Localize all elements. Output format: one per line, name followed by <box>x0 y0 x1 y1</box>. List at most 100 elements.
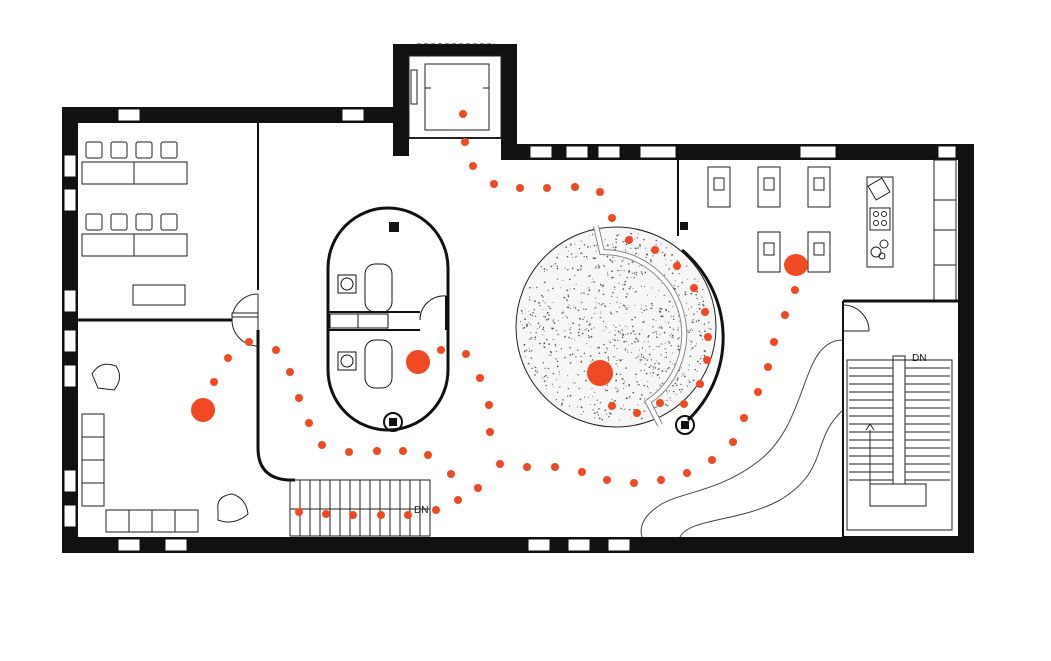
terrazzo-speck <box>604 265 606 267</box>
path-dot <box>651 246 659 254</box>
terrazzo-speck <box>543 375 546 378</box>
terrazzo-speck <box>534 369 537 372</box>
terrazzo-speck <box>556 278 559 280</box>
path-dot <box>701 308 709 316</box>
path-dot <box>245 338 253 346</box>
terrazzo-speck <box>613 277 615 279</box>
terrazzo-speck <box>637 340 639 342</box>
terrazzo-speck <box>694 368 696 371</box>
terrazzo-speck <box>605 325 607 327</box>
terrazzo-speck <box>540 294 543 297</box>
terrazzo-speck <box>663 274 666 276</box>
hotspot-circular <box>587 360 613 386</box>
terrazzo-speck <box>583 308 585 310</box>
terrazzo-speck <box>668 340 670 343</box>
terrazzo-speck <box>616 359 618 362</box>
terrazzo-speck <box>685 303 687 305</box>
terrazzo-speck <box>551 287 554 290</box>
terrazzo-speck <box>539 327 541 329</box>
path-dot <box>490 180 498 188</box>
terrazzo-speck <box>656 374 659 376</box>
terrazzo-speck <box>626 397 628 399</box>
terrazzo-speck <box>567 395 569 397</box>
terrazzo-speck <box>631 261 634 263</box>
terrazzo-speck <box>570 338 573 340</box>
terrazzo-speck <box>641 394 643 396</box>
terrazzo-speck <box>628 287 631 290</box>
terrazzo-speck <box>639 349 640 351</box>
terrazzo-speck <box>615 379 617 382</box>
terrazzo-speck <box>665 264 667 266</box>
seating-rows <box>81 141 188 306</box>
terrazzo-speck <box>656 336 658 339</box>
terrazzo-speck <box>620 407 622 410</box>
stair-main <box>289 479 431 537</box>
terrazzo-speck <box>591 317 593 319</box>
terrazzo-speck <box>660 308 663 310</box>
terrazzo-speck <box>637 384 638 386</box>
terrazzo-speck <box>567 294 570 296</box>
terrazzo-speck <box>542 326 545 328</box>
terrazzo-speck <box>676 379 679 381</box>
terrazzo-speck <box>652 318 654 321</box>
terrazzo-speck <box>550 265 553 268</box>
terrazzo-speck <box>641 329 643 331</box>
terrazzo-speck <box>637 404 639 406</box>
round-column-left <box>383 412 403 432</box>
terrazzo-speck <box>571 267 574 270</box>
terrazzo-speck <box>536 286 538 289</box>
terrazzo-speck <box>645 256 647 259</box>
terrazzo-speck <box>542 308 544 310</box>
terrazzo-speck <box>569 328 571 331</box>
terrazzo-speck <box>606 384 608 386</box>
terrazzo-speck <box>623 270 625 272</box>
terrazzo-speck <box>643 309 646 312</box>
terrazzo-speck <box>577 374 579 376</box>
terrazzo-speck <box>591 281 593 283</box>
terrazzo-speck <box>583 352 586 355</box>
path-dot <box>596 188 604 196</box>
terrazzo-speck <box>549 307 552 310</box>
terrazzo-speck <box>594 313 596 315</box>
terrazzo-speck <box>698 303 700 306</box>
terrazzo-speck <box>644 369 646 371</box>
path-dot <box>454 496 462 504</box>
terrazzo-speck <box>592 257 594 259</box>
terrazzo-speck <box>628 396 631 398</box>
round-column-right <box>675 415 695 435</box>
terrazzo-speck <box>624 248 626 250</box>
terrazzo-speck <box>632 330 635 333</box>
terrazzo-speck <box>617 234 619 236</box>
terrazzo-speck <box>684 293 687 296</box>
terrazzo-speck <box>677 345 680 347</box>
terrazzo-speck <box>548 355 550 357</box>
terrazzo-speck <box>699 362 702 365</box>
terrazzo-speck <box>598 266 601 268</box>
terrazzo-speck <box>624 325 626 327</box>
terrazzo-speck <box>532 311 534 314</box>
terrazzo-speck <box>656 331 658 333</box>
terrazzo-speck <box>543 268 546 270</box>
terrazzo-speck <box>552 320 555 322</box>
terrazzo-speck <box>617 365 619 367</box>
terrazzo-speck <box>535 332 537 334</box>
terrazzo-speck <box>626 276 629 279</box>
terrazzo-speck <box>565 246 568 249</box>
terrazzo-speck <box>632 391 635 394</box>
terrazzo-speck <box>657 278 659 280</box>
terrazzo-speck <box>651 305 654 307</box>
terrazzo-speck <box>667 322 670 324</box>
path-dot <box>474 484 482 492</box>
terrazzo-speck <box>657 362 659 364</box>
terrazzo-speck <box>562 399 564 401</box>
terrazzo-speck <box>580 414 582 416</box>
terrazzo-speck <box>614 248 616 251</box>
terrazzo-speck <box>660 354 662 356</box>
terrazzo-speck <box>594 267 596 269</box>
terrazzo-speck <box>571 353 574 355</box>
terrazzo-speck <box>703 323 706 325</box>
terrazzo-speck <box>534 366 537 369</box>
terrazzo-speck <box>569 347 571 349</box>
terrazzo-speck <box>617 269 619 272</box>
terrazzo-speck <box>649 391 652 394</box>
